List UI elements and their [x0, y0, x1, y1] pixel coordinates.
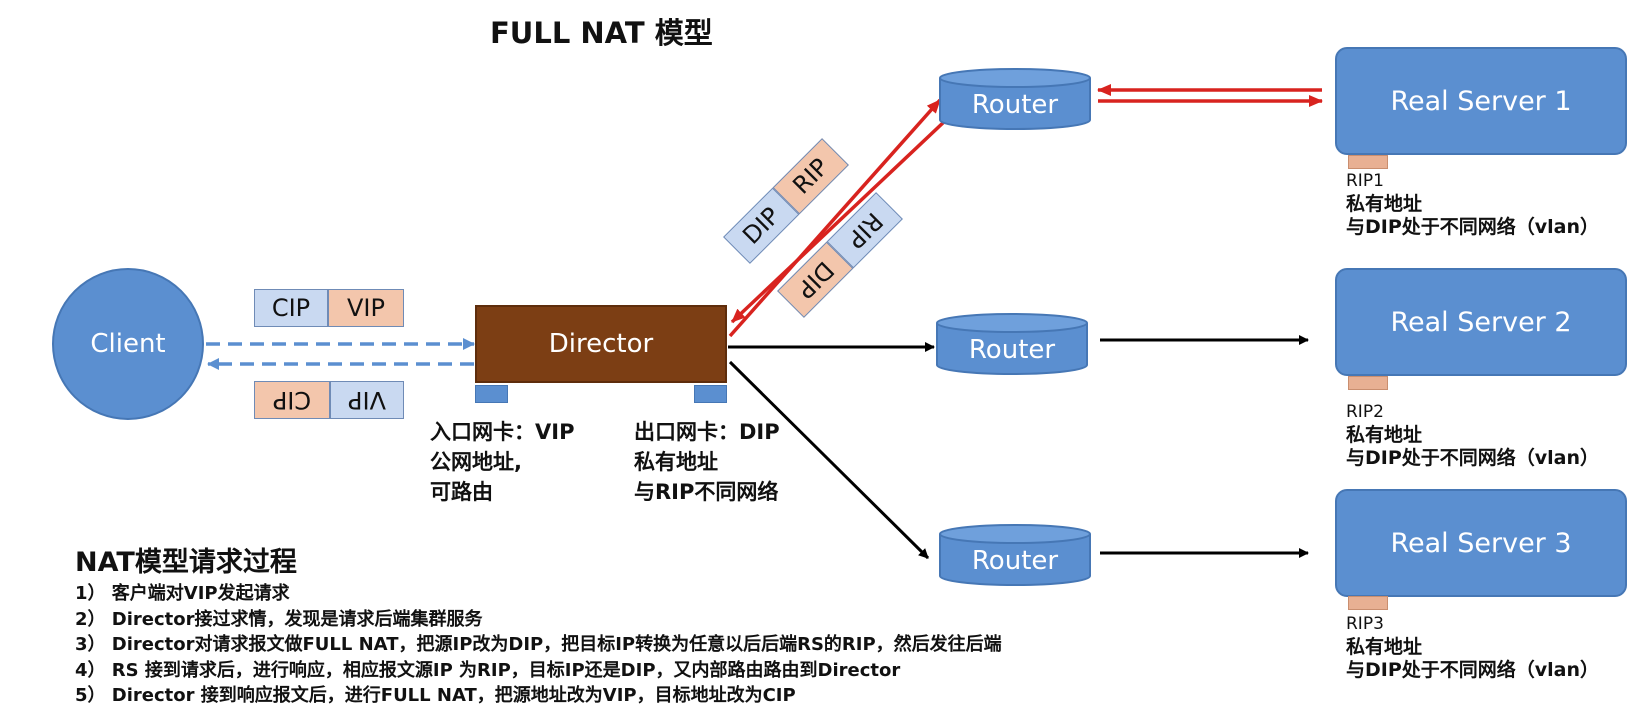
rip3-info: RIP3 私有地址 与DIP处于不同网络（vlan） [1346, 613, 1599, 682]
router-3-label: Router [971, 546, 1059, 576]
rip2-line2: 与DIP处于不同网络（vlan） [1346, 447, 1600, 469]
step-item: 2） Director接过求情，发现是请求后端集群服务 [75, 608, 483, 630]
step-item: 5） Director 接到响应报文后，进行FULL NAT，把源地址改为VIP… [75, 685, 796, 706]
router-2-label: Router [968, 335, 1056, 365]
egress-note-line2: 私有地址 [634, 450, 718, 474]
step-item: 1） 客户端对VIP发起请求 [75, 583, 290, 604]
step-item: 4） RS 接到请求后，进行响应，相应报文源IP 为RIP，目标IP还是DIP，… [75, 659, 901, 681]
router-2: Router [935, 313, 1089, 375]
step-item: 3） Director对请求报文做FULL NAT，把源IP改为DIP，把目标I… [75, 634, 1002, 655]
egress-note-line3: 与RIP不同网络 [634, 480, 779, 504]
director-to-router3-arrow [728, 360, 930, 560]
ingress-note-line3: 可路由 [430, 480, 493, 504]
packet-src: CIP [254, 289, 328, 327]
router-2-cylinder [936, 313, 1088, 375]
router-1-label: Router [971, 90, 1059, 120]
ingress-note-line2: 公网地址, [430, 450, 522, 474]
rip2-tab [1348, 376, 1388, 390]
rip1-line2: 与DIP处于不同网络（vlan） [1346, 216, 1600, 238]
director-label: Director [548, 329, 654, 359]
egress-note-line1: 出口网卡：DIP [634, 420, 780, 444]
packet-dst: VIP [328, 289, 404, 327]
steps-list: 1） 客户端对VIP发起请求 2） Director接过求情，发现是请求后端集群… [75, 581, 1002, 709]
router-3: Router [938, 524, 1092, 586]
diagram-title: FULL NAT 模型 [490, 16, 713, 50]
rip2-line1: 私有地址 [1346, 424, 1423, 446]
rip3-label: RIP3 [1346, 614, 1384, 634]
egress-port [694, 385, 727, 403]
router-1: Router [938, 68, 1092, 130]
packet-dst: CIP [254, 381, 330, 419]
rip3-tab [1348, 596, 1388, 610]
rip1-line1: 私有地址 [1346, 193, 1423, 215]
real-server-2-label: Real Server 2 [1390, 306, 1572, 338]
egress-note: 出口网卡：DIP 私有地址 与RIP不同网络 [634, 417, 780, 507]
real-server-2: Real Server 2 [1335, 268, 1627, 376]
ingress-note: 入口网卡：VIP 公网地址, 可路由 [430, 417, 574, 507]
client-label: Client [90, 329, 166, 359]
real-server-3: Real Server 3 [1335, 489, 1627, 597]
ingress-note-line1: 入口网卡：VIP [430, 420, 575, 444]
real-server-3-label: Real Server 3 [1390, 527, 1572, 559]
router-1-cylinder [939, 68, 1091, 130]
packet-src: VIP [330, 381, 404, 419]
director-node: Director [475, 305, 727, 383]
rip1-info: RIP1 私有地址 与DIP处于不同网络（vlan） [1346, 170, 1599, 239]
real-server-1: Real Server 1 [1335, 47, 1627, 155]
client-request-packet: CIP VIP [254, 289, 404, 327]
router1-to-director-arrow [730, 118, 948, 324]
rip2-label: RIP2 [1346, 402, 1384, 422]
client-response-packet: VIP CIP [254, 381, 404, 419]
rip1-tab [1348, 155, 1388, 169]
director-to-router1-arrow [728, 98, 942, 338]
rip2-info: RIP2 私有地址 与DIP处于不同网络（vlan） [1346, 401, 1599, 470]
rip3-line2: 与DIP处于不同网络（vlan） [1346, 659, 1600, 681]
ingress-port [475, 385, 508, 403]
rip3-line1: 私有地址 [1346, 636, 1423, 658]
client-node: Client [52, 268, 204, 420]
router-3-cylinder [939, 524, 1091, 586]
real-server-1-label: Real Server 1 [1390, 85, 1572, 117]
steps-title: NAT模型请求过程 [75, 547, 297, 578]
rip1-label: RIP1 [1346, 171, 1384, 191]
